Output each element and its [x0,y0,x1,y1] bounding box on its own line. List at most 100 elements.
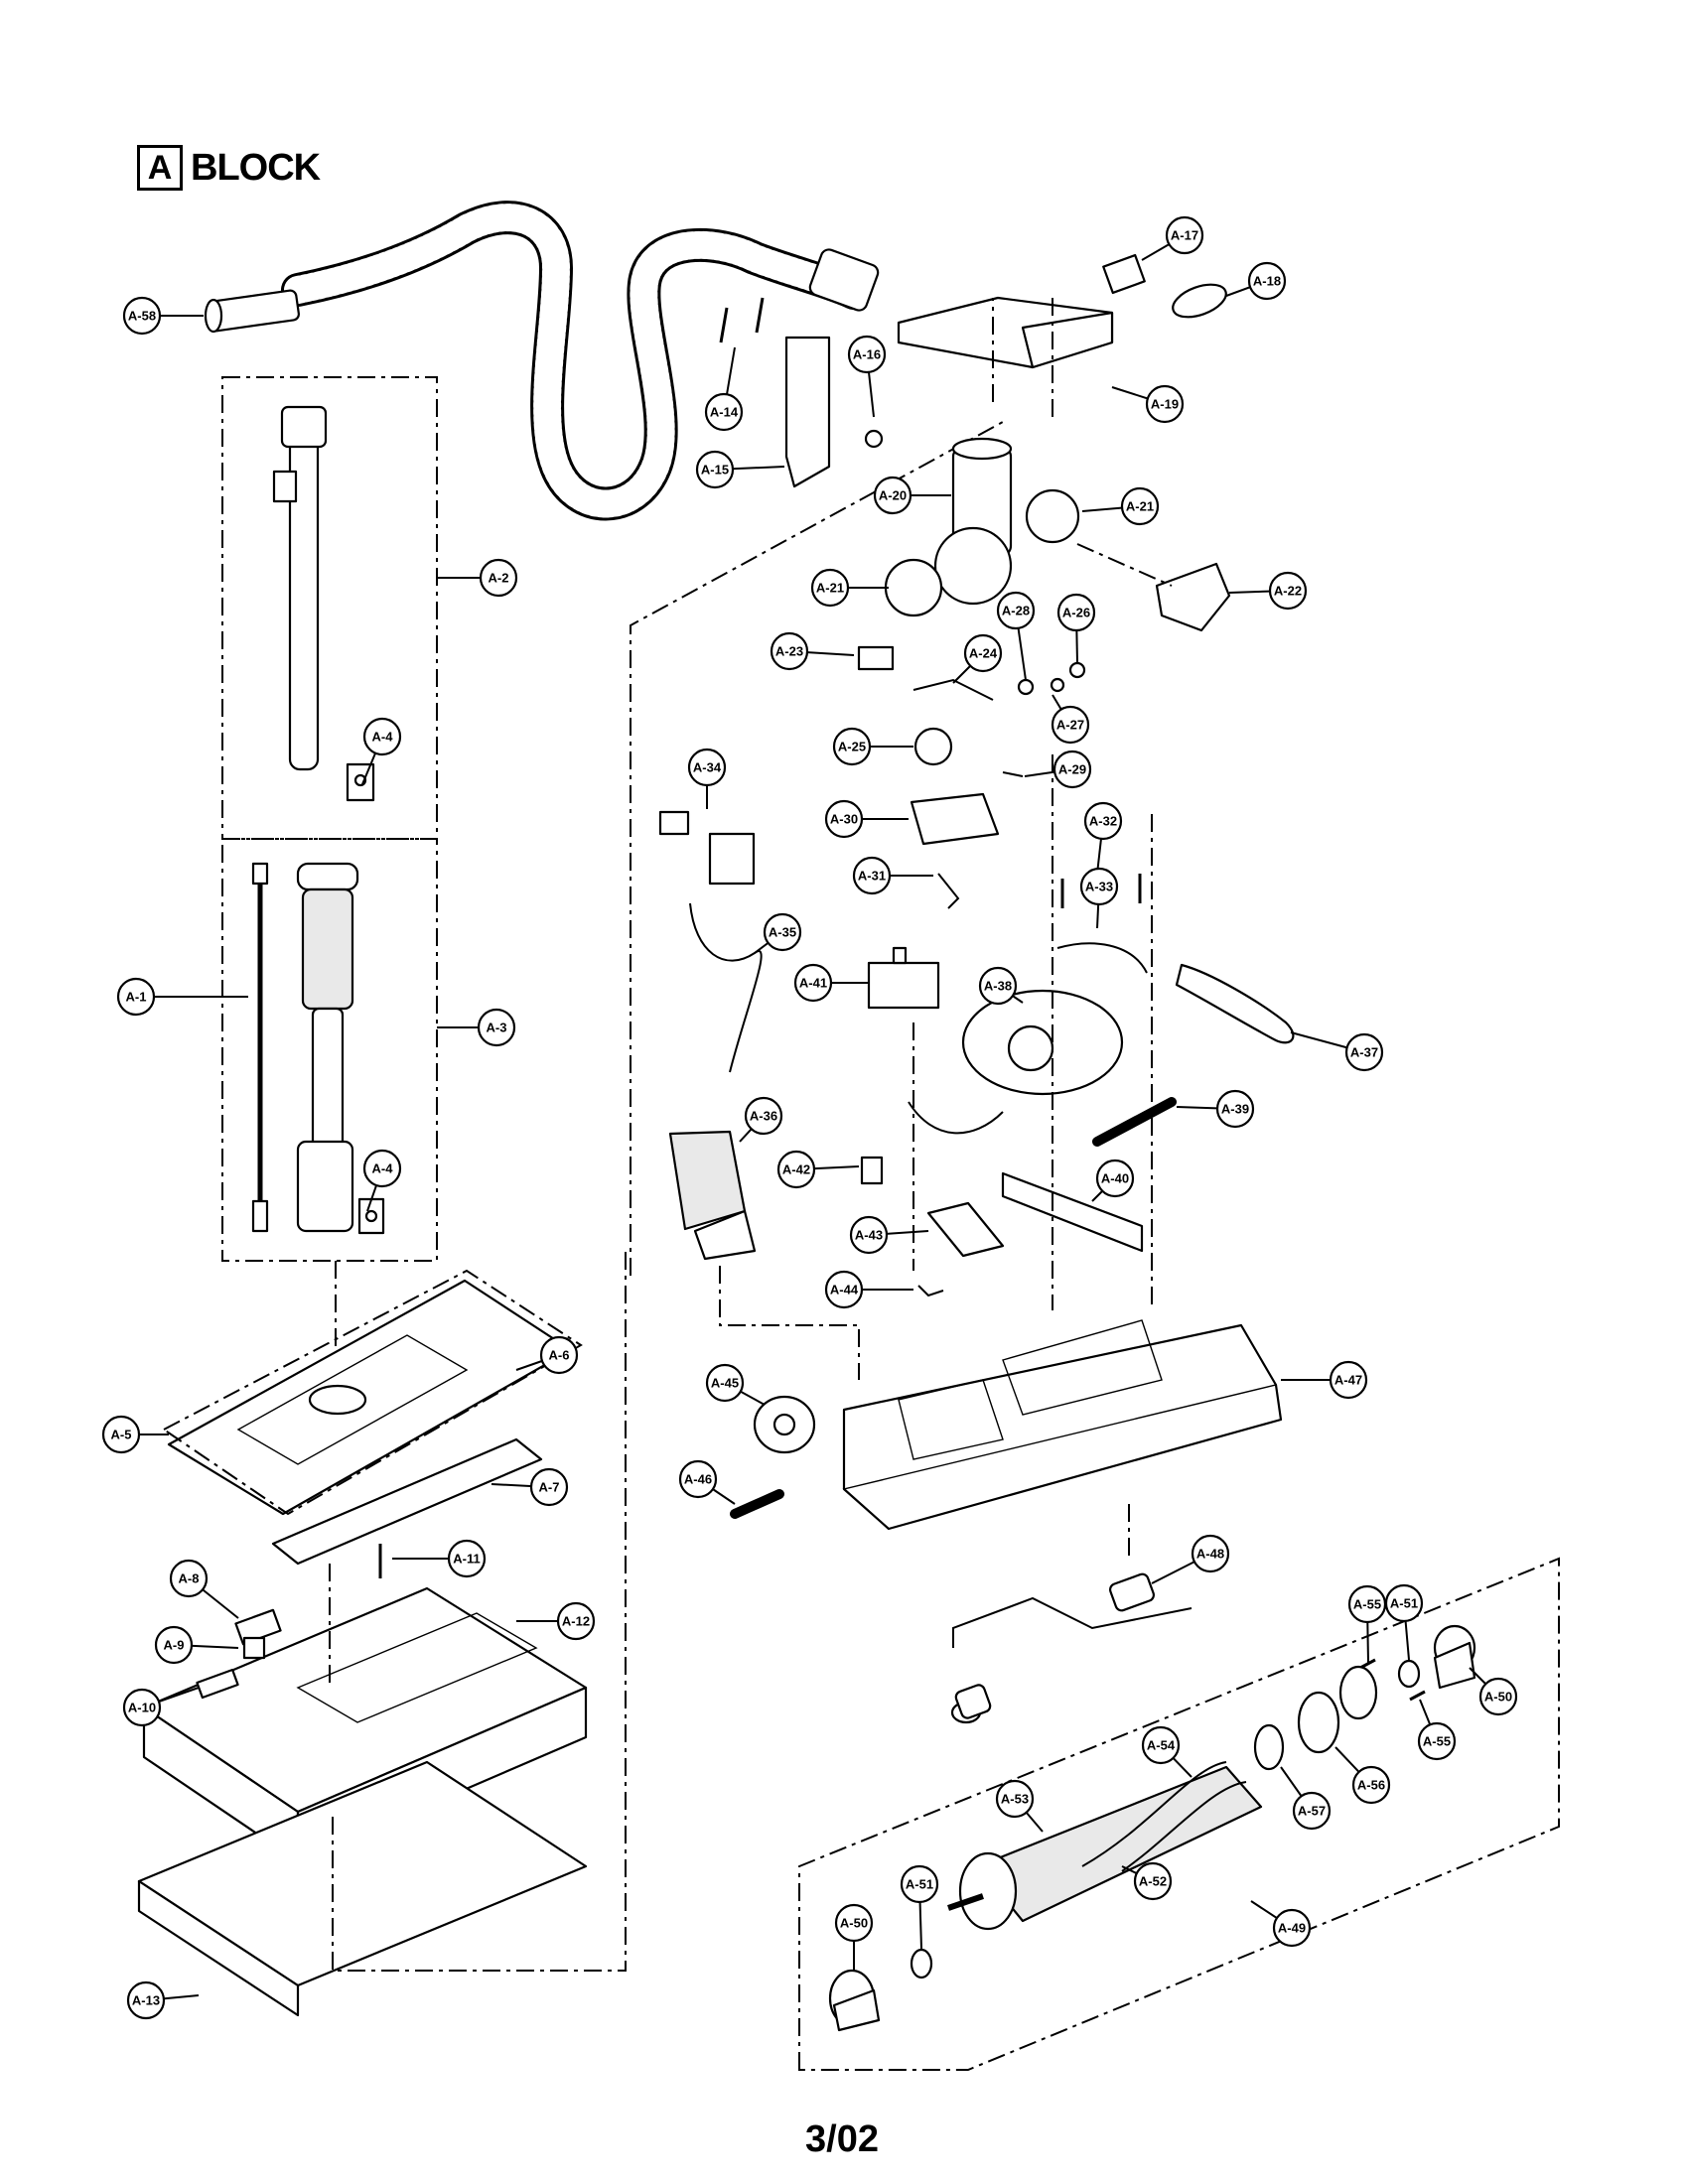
callout-circle [101,1415,141,1454]
callout-a-13: A-13 [126,1980,200,2020]
callout-label: A-18 [1253,274,1281,289]
callout-circle [1095,1159,1135,1198]
callout-a-32: A-32 [1083,801,1123,875]
callout-a-17: A-17 [1141,215,1204,261]
screw-a14-right [755,297,765,334]
callout-a-51: A-51 [900,1864,939,1950]
callout-circle [1347,1584,1387,1624]
pedal-a23 [857,645,895,671]
washer-a28 [1017,678,1035,696]
callout-a-9: A-9 [154,1625,239,1665]
callout-circle [479,558,518,598]
callout-a-8: A-8 [169,1559,239,1619]
callout-label: A-55 [1423,1734,1451,1749]
block-heading-word: BLOCK [191,146,321,189]
callout-circle [122,296,162,336]
callout-label: A-1 [126,990,147,1005]
upper-wand-pipe [272,405,328,771]
callout-a-42: A-42 [776,1150,860,1189]
door-trim-strip [271,1437,543,1566]
callout-a-41: A-41 [793,963,869,1003]
motor-a38 [908,989,1124,1135]
callout-circle [849,1215,889,1255]
callout-a-20: A-20 [873,476,951,515]
pulley-a57 [1297,1691,1340,1754]
callout-label: A-7 [539,1480,560,1495]
callout-a-33: A-33 [1079,867,1119,929]
pin-a29 [1002,771,1024,777]
callout-a-2: A-2 [437,558,518,598]
washer-a51-right [1397,1659,1421,1689]
callout-a-43: A-43 [849,1215,929,1255]
callout-a-55: A-55 [1417,1699,1457,1761]
callout-label: A-3 [487,1021,507,1035]
drive-belt-a37 [1175,963,1295,1044]
callout-circle [704,392,744,432]
callout-a-36: A-36 [739,1096,783,1143]
callout-circle [1351,1765,1391,1805]
callout-circle [847,335,887,374]
handle-grip-top [784,336,831,488]
callout-circle [873,476,912,515]
callout-label: A-39 [1221,1102,1249,1117]
callout-label: A-13 [132,1993,160,2008]
latch-plate [196,1668,239,1700]
callout-label: A-11 [453,1552,480,1567]
lower-wand-clip [357,1197,385,1235]
callout-a-18: A-18 [1225,261,1287,301]
callout-a-28: A-28 [996,591,1036,681]
hinge-a43 [926,1201,1005,1258]
callout-label: A-36 [750,1109,777,1124]
callout-a-1: A-1 [116,977,248,1017]
callout-layer: A-1A-2A-3A-4A-4A-5A-6A-7A-8A-9A-10A-11A-… [101,215,1518,2020]
callout-label: A-55 [1353,1597,1381,1612]
callout-a-26: A-26 [1056,593,1096,664]
roller-a45 [753,1395,816,1454]
callout-a-7: A-7 [491,1467,569,1507]
callout-label: A-9 [164,1638,185,1653]
end-cap-a50-right [1433,1624,1476,1690]
callout-circle [744,1096,783,1136]
callout-circle [1272,1908,1312,1948]
callout-circle [1215,1089,1255,1129]
swivel-wheel-right [1025,488,1080,544]
callout-label: A-14 [710,405,739,420]
callout-label: A-20 [879,488,907,503]
callout-label: A-45 [711,1376,739,1391]
callout-a-38: A-38 [978,966,1024,1006]
callout-circle [529,1467,569,1507]
callout-circle [362,1149,402,1188]
cam-a25 [913,727,953,766]
callout-a-50: A-50 [1469,1667,1518,1716]
circuit-board-a36 [668,1130,757,1261]
callout-a-4: A-4 [362,1149,402,1212]
callout-circle [763,912,802,952]
callout-label: A-2 [489,571,509,586]
callout-a-47: A-47 [1281,1360,1368,1400]
callout-circle [1145,384,1185,424]
callout-label: A-42 [782,1162,810,1177]
callout-label: A-27 [1056,718,1084,733]
callout-label: A-29 [1058,762,1086,777]
bristle-strip-a54 [1121,1781,1247,1872]
screw-a55-bottom [1409,1690,1426,1702]
callout-label: A-38 [984,979,1012,994]
callout-a-25: A-25 [832,727,913,766]
callout-circle [687,748,727,787]
callout-label: A-44 [830,1283,859,1297]
callout-circle [678,1459,718,1499]
callout-a-16: A-16 [847,335,887,418]
callout-circle [539,1335,579,1375]
callout-circle [169,1559,209,1598]
callout-circle [776,1150,816,1189]
callout-circle [122,1688,162,1727]
central-frame-line [630,421,1004,1276]
callout-a-15: A-15 [695,450,785,489]
callout-a-57: A-57 [1280,1766,1332,1831]
swivel-cover [1155,562,1231,632]
callout-a-58: A-58 [122,296,204,336]
callout-circle [154,1625,194,1665]
switch-lever [1021,311,1114,369]
callout-label: A-21 [816,581,844,596]
